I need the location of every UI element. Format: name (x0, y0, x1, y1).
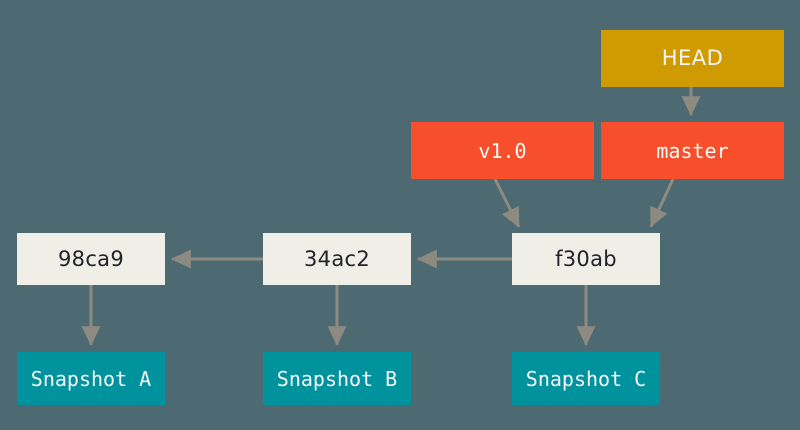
node-v10-label: v1.0 (478, 138, 527, 163)
node-snapshotC-label: Snapshot C (525, 366, 647, 391)
node-snapshotA-label: Snapshot A (30, 366, 152, 391)
node-master-label: master (656, 138, 729, 163)
node-snapshotA: Snapshot A (17, 352, 165, 405)
node-master: master (601, 122, 784, 179)
node-commit2: 34ac2 (263, 233, 411, 285)
node-head: HEAD (601, 30, 784, 87)
node-head-label: HEAD (661, 46, 724, 70)
node-v10: v1.0 (411, 122, 594, 179)
node-snapshotB: Snapshot B (263, 352, 411, 405)
node-commit2-label: 34ac2 (304, 246, 370, 271)
edge-master-to-f30ab (649, 178, 675, 228)
node-commit3: f30ab (512, 233, 660, 285)
node-commit1: 98ca9 (17, 233, 165, 285)
node-snapshotC: Snapshot C (512, 352, 660, 405)
edge-v10-to-f30ab (493, 178, 521, 228)
node-commit3-label: f30ab (555, 246, 617, 271)
node-snapshotB-label: Snapshot B (276, 366, 398, 391)
node-commit1-label: 98ca9 (58, 246, 124, 271)
